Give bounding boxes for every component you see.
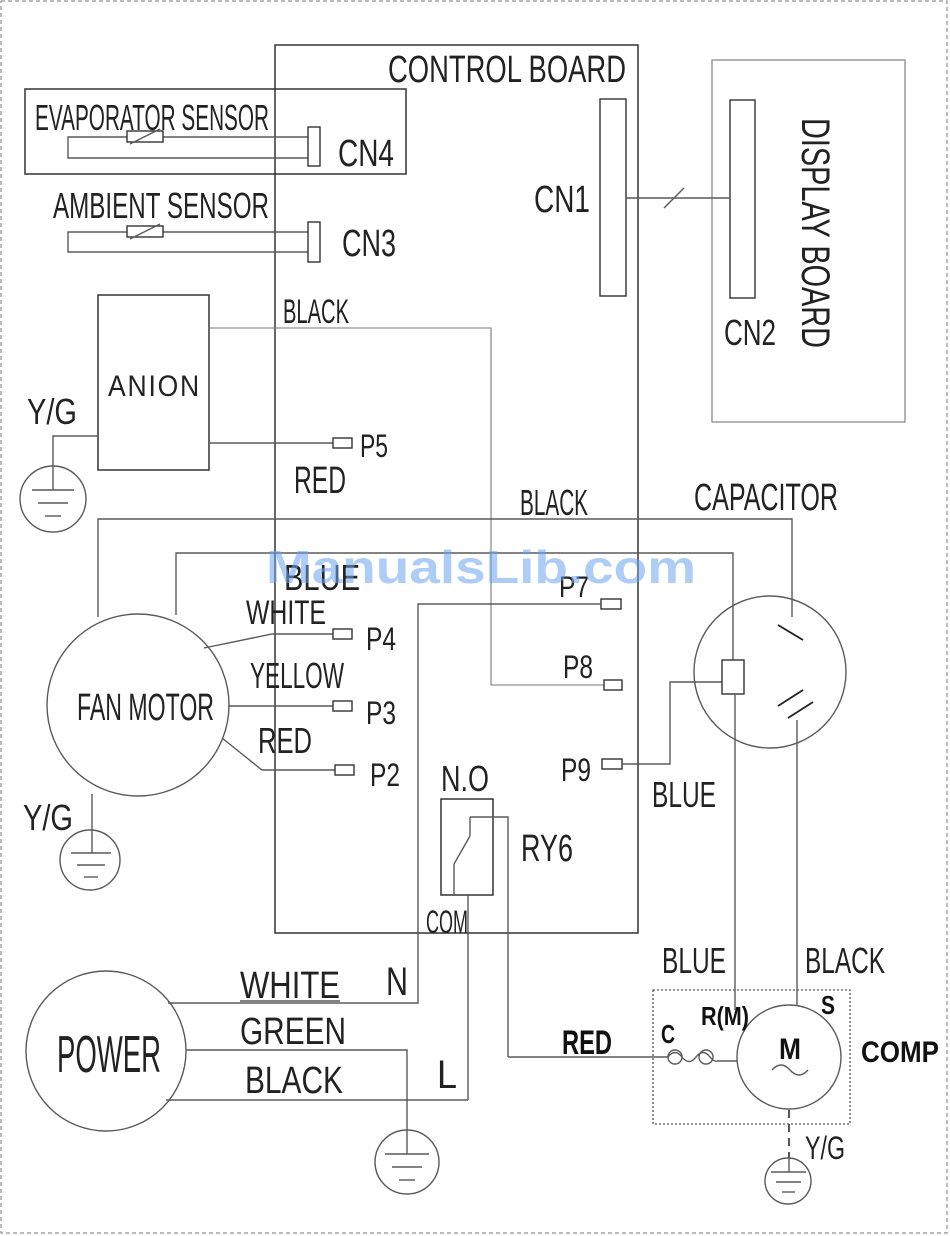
p8-terminal [604,680,622,690]
fan-motor-label: FAN MOTOR [77,687,214,729]
p2-terminal [335,765,354,775]
evaporator-sensor: EVAPORATOR SENSOR CN4 [25,89,406,175]
power-ground-symbol [375,1130,439,1194]
p8-label: P8 [563,649,593,685]
anion-black-label: BLACK [283,293,349,331]
cap-black-label: BLACK [520,482,588,523]
cn3-label: CN3 [342,223,396,265]
cn3-connector [308,222,320,262]
p9-terminal [602,759,622,769]
relay-no-label: N.O [441,758,489,799]
p2-label: P2 [370,757,400,793]
fan-ground-label: Y/G [23,797,73,838]
anion-ground-symbol [20,466,86,532]
power-black-label: BLACK [245,1060,343,1102]
p7-terminal [601,599,621,609]
cn4-connector [308,127,320,166]
fan-white-label: WHITE [246,594,326,632]
cn2-label: CN2 [724,312,776,353]
display-board-title: DISPLAY BOARD [793,118,837,348]
comp-black-label: BLACK [805,940,885,981]
comp-ground-label: Y/G [805,1130,845,1166]
comp-r-label: R(M) [701,1001,749,1031]
p9-label: P9 [561,752,591,788]
fan-yellow-label: YELLOW [250,655,344,696]
watermark: ManualsLib.com [266,541,696,593]
comp-blue-label: BLUE [662,940,726,981]
p5-terminal [333,438,352,448]
cn1-label: CN1 [534,179,590,221]
display-board: CN2 DISPLAY BOARD [712,60,905,422]
p5-label: P5 [360,428,388,464]
p9-blue-label: BLUE [652,774,716,815]
capacitor-terminal [722,660,744,694]
fan-red-label: RED [258,720,312,761]
ambient-sensor-label: AMBIENT SENSOR [53,185,269,226]
comp-label: COMP [861,1036,939,1069]
relay-label: RY6 [521,828,573,870]
fan-ground-symbol [60,830,120,890]
anion-red-label: RED [294,460,346,502]
p4-terminal [333,629,352,639]
anion-label: ANION [108,370,201,403]
power-source: POWER WHITE GREEN BLACK N L [26,960,468,1194]
p4-label: P4 [366,621,396,657]
p3-terminal [333,701,352,711]
comp-motor-label: M [779,1033,801,1066]
power-l-label: L [437,1053,457,1097]
ambient-sensor: AMBIENT SENSOR CN3 [53,185,396,265]
control-board-title: CONTROL BOARD [388,49,626,91]
comp-c-label: C [661,1019,675,1049]
compressor: BLUE BLACK M C R(M) S COMP Y/G [653,940,939,1204]
comp-s-label: S [821,990,835,1020]
power-n-label: N [386,960,408,1004]
capacitor: CAPACITOR [694,477,846,990]
cn4-label: CN4 [338,133,394,175]
power-green-label: GREEN [240,1011,346,1053]
comp-ground-symbol [765,1158,811,1204]
relay-com-label: COM [426,904,468,940]
anion-ground-label: Y/G [27,391,77,432]
p3-label: P3 [366,695,396,731]
power-label: POWER [57,1026,161,1084]
cn1-connector [600,99,626,296]
capacitor-label: CAPACITOR [694,477,838,519]
cn2-connector [730,100,755,298]
